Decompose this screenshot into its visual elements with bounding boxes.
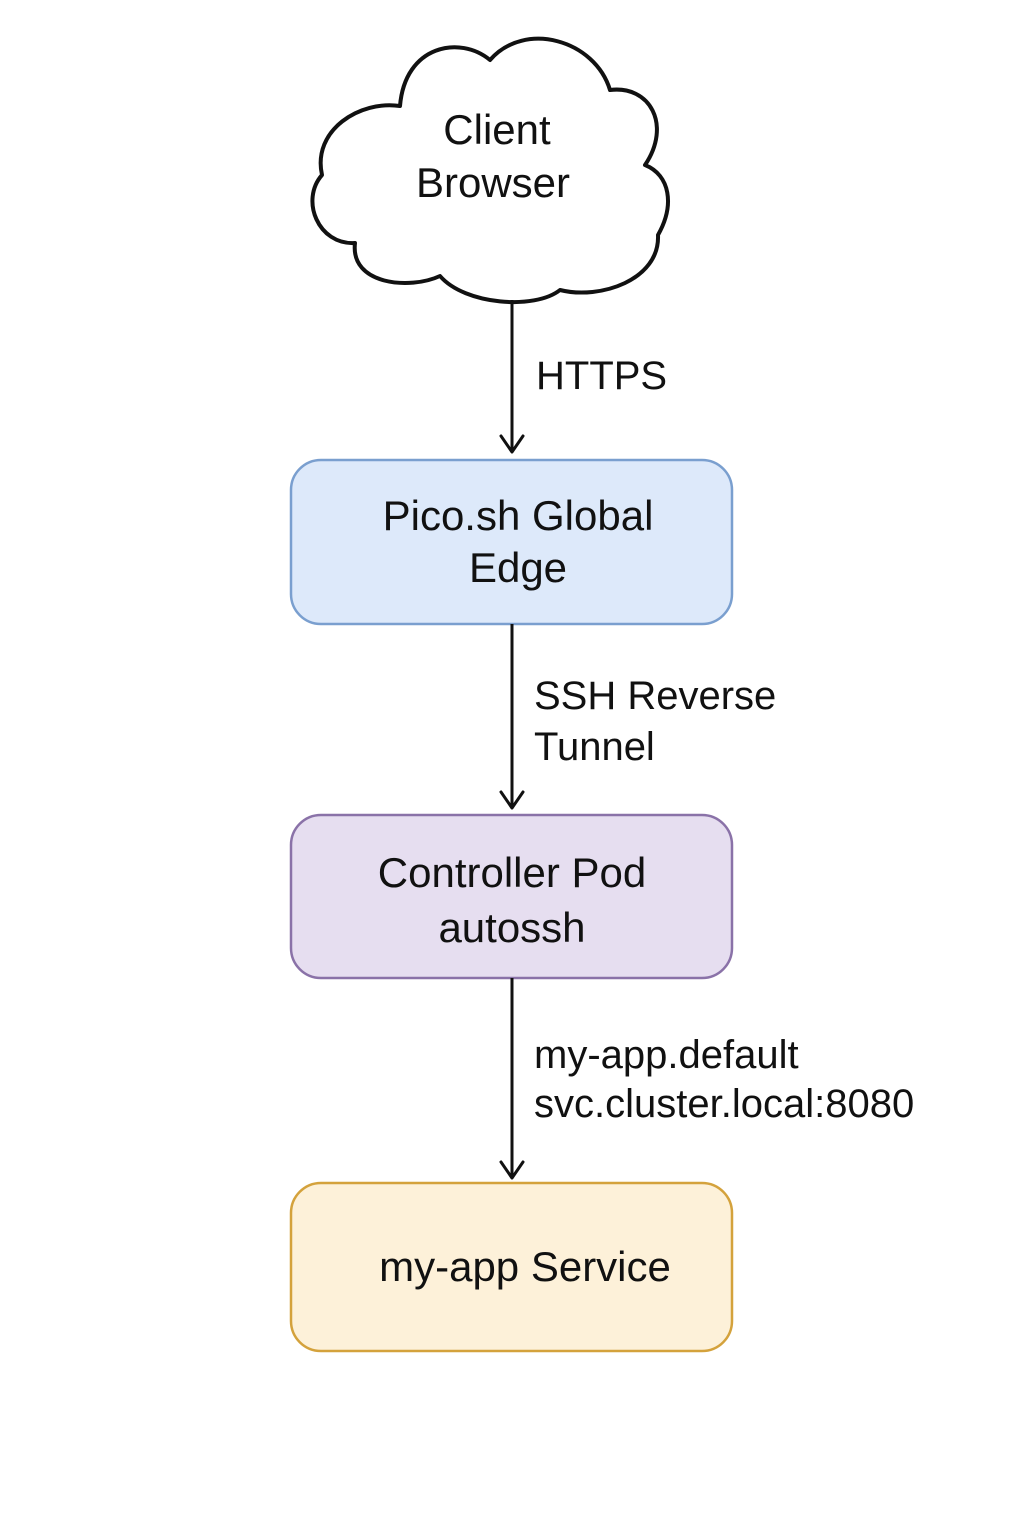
edge-https: HTTPS [499, 300, 667, 454]
arrow-down-icon [499, 1160, 525, 1180]
controller-pod-node: Controller Pod autossh [289, 813, 734, 980]
controller-pod-label-line1: Controller Pod [378, 849, 646, 896]
edge-https-label: HTTPS [536, 354, 667, 398]
my-app-service-label: my-app Service [379, 1243, 671, 1290]
controller-pod-label-line2: autossh [438, 904, 585, 951]
arrow-down-icon [499, 434, 525, 454]
pico-global-edge-label-line1: Pico.sh Global [383, 492, 654, 539]
edge-service-dns: my-app.default svc.cluster.local:8080 [499, 978, 914, 1180]
controller-pod-box [289, 813, 734, 980]
my-app-service-box [289, 1181, 734, 1353]
client-browser-label-line2: Browser [416, 159, 570, 206]
edge-ssh-tunnel-label-line2: Tunnel [534, 725, 655, 769]
edge-service-dns-label-line1: my-app.default [534, 1033, 799, 1077]
my-app-service-node: my-app Service [289, 1181, 734, 1353]
edge-service-dns-label-line2: svc.cluster.local:8080 [534, 1082, 914, 1126]
client-browser-node: Client Browser [310, 36, 670, 305]
arrow-down-icon [499, 790, 525, 810]
client-browser-label-line1: Client [443, 106, 551, 153]
cloud-icon [310, 36, 670, 305]
edge-ssh-tunnel-label-line1: SSH Reverse [534, 674, 776, 718]
pico-global-edge-node: Pico.sh Global Edge [289, 458, 734, 626]
pico-global-edge-label-line2: Edge [469, 544, 567, 591]
edge-ssh-tunnel: SSH Reverse Tunnel [499, 624, 776, 810]
pico-global-edge-box [289, 458, 734, 626]
